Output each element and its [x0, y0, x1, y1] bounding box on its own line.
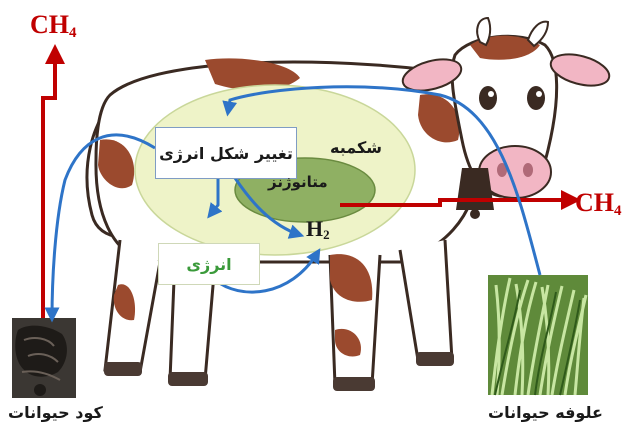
manure-label: کود حیوانات: [8, 405, 103, 421]
methane-label-top: CH4: [30, 12, 77, 41]
energy-conversion-label: تغییر شکل انرژی: [159, 144, 293, 163]
grass-image: [488, 275, 588, 395]
rumen-label: شکمبه: [330, 140, 382, 156]
manure-image: [12, 318, 76, 398]
energy-conversion-box: تغییر شکل انرژی: [155, 127, 297, 179]
feed-label: علوفه حیوانات: [488, 405, 603, 421]
energy-box: انرژی: [158, 243, 260, 285]
energy-label: انرژی: [186, 255, 231, 274]
hydrogen-label: H2: [306, 218, 330, 241]
methanogens-label: متانوژنز: [268, 175, 328, 190]
methane-label-right: CH4: [575, 190, 622, 219]
